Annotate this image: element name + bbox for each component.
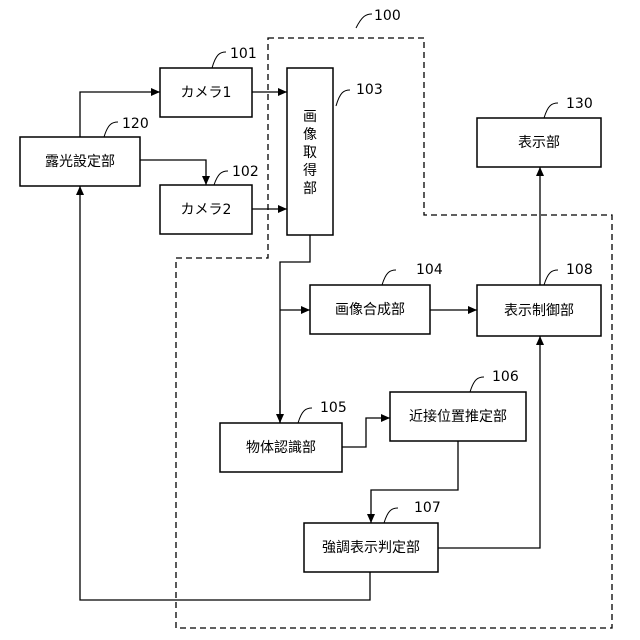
leader-107 <box>384 508 398 523</box>
label-display: 表示部 <box>518 135 560 151</box>
arrow-emphasis-to-dispctl <box>438 336 540 548</box>
arrow-exposure-to-camera2 <box>140 160 206 185</box>
leader-106 <box>470 377 484 392</box>
label-acquire-char-3: 取 <box>303 145 317 161</box>
block-object-recognition: 物体認識部 <box>220 423 342 472</box>
ref-105: 105 <box>320 400 347 416</box>
leader-102 <box>214 171 228 185</box>
ref-104: 104 <box>416 262 443 278</box>
label-acquire-char-4: 得 <box>303 162 317 179</box>
block-emphasis-judgment: 強調表示判定部 <box>304 523 438 572</box>
block-camera2: カメラ2 <box>160 185 252 234</box>
leader-105 <box>298 408 312 423</box>
block-display: 表示部 <box>477 118 601 167</box>
block-image-synthesis: 画像合成部 <box>310 285 430 334</box>
label-emphasis: 強調表示判定部 <box>322 540 420 556</box>
block-exposure-setting: 露光設定部 <box>20 137 140 186</box>
leader-120 <box>104 122 118 137</box>
ref-102: 102 <box>232 164 259 180</box>
leader-103 <box>336 90 350 106</box>
block-camera1: カメラ1 <box>160 68 252 117</box>
label-synth: 画像合成部 <box>335 302 405 318</box>
leader-104 <box>382 270 396 285</box>
leader-108 <box>544 270 558 285</box>
block-display-control: 表示制御部 <box>477 285 601 336</box>
ref-107: 107 <box>414 500 441 516</box>
leader-130 <box>544 103 558 118</box>
label-acquire-char-1: 画 <box>303 109 317 125</box>
ref-101: 101 <box>230 46 257 62</box>
ref-130: 130 <box>566 96 593 112</box>
block-image-acquisition: 画 像 取 得 部 <box>287 68 333 235</box>
ref-120: 120 <box>122 116 149 132</box>
line-acquire-trunk <box>280 235 310 426</box>
ref-108: 108 <box>566 262 593 278</box>
label-recog: 物体認識部 <box>246 440 316 456</box>
leader-101 <box>212 52 226 68</box>
ref-106: 106 <box>492 369 519 385</box>
label-camera2: カメラ2 <box>181 202 232 218</box>
label-dispctl: 表示制御部 <box>504 303 574 319</box>
label-acquire-char-2: 像 <box>303 127 317 143</box>
leader-100 <box>356 14 372 28</box>
block-proximity-position-estimation: 近接位置推定部 <box>390 392 526 441</box>
arrow-recog-to-proximity <box>342 418 390 447</box>
label-acquire-char-5: 部 <box>303 181 317 197</box>
ref-103: 103 <box>356 82 383 98</box>
label-exposure: 露光設定部 <box>45 154 115 170</box>
ref-100: 100 <box>374 8 401 24</box>
label-proximity: 近接位置推定部 <box>409 408 507 425</box>
label-camera1: カメラ1 <box>181 85 232 101</box>
